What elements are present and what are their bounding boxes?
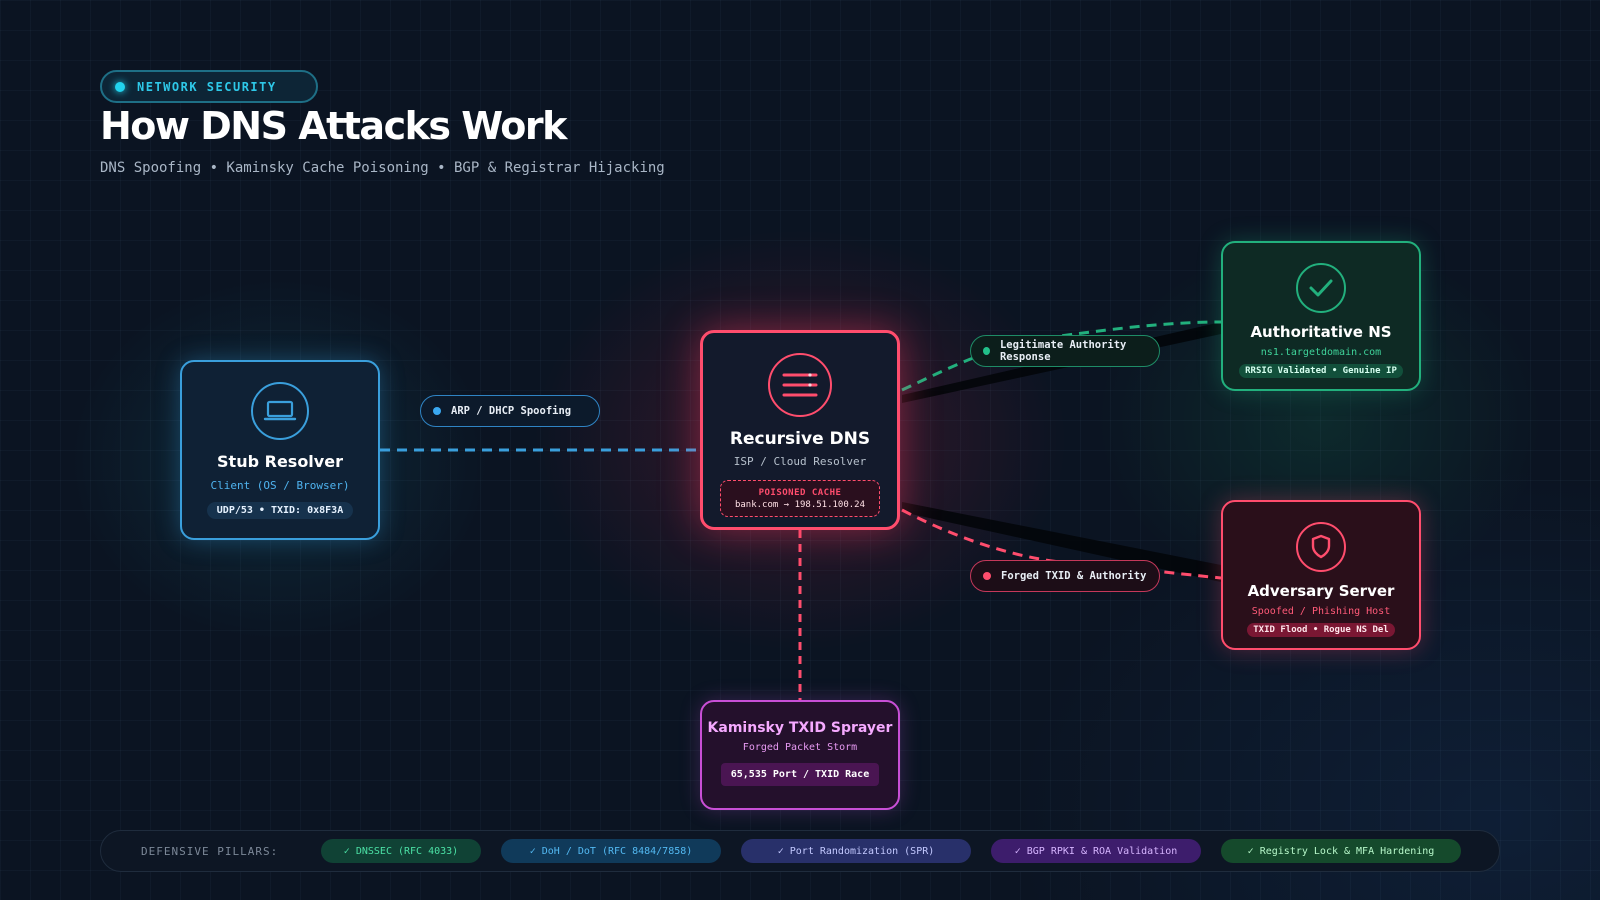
authoritative-subtitle: ns1.targetdomain.com [1260,347,1382,358]
forged-edge-text: Forged TXID & Authority [1001,570,1147,582]
arp-dot-icon [433,407,441,415]
forged-edge-label: Forged TXID & Authority [970,560,1160,592]
adversary-subtitle: Spoofed / Phishing Host [1251,606,1391,617]
badge-label: NETWORK SECURITY [137,79,277,94]
category-badge: NETWORK SECURITY [100,70,318,103]
authoritative-ns-node[interactable]: Authoritative NS ns1.targetdomain.com RR… [1221,241,1421,391]
pillar-registry-lock: ✓ Registry Lock & MFA Hardening [1221,839,1461,863]
kaminsky-sprayer-node[interactable]: Kaminsky TXID Sprayer Forged Packet Stor… [700,700,900,810]
recursive-subtitle: ISP / Cloud Resolver [733,455,867,468]
check-icon [1296,263,1346,313]
pillar-bgp-rpki: ✓ BGP RPKI & ROA Validation [991,839,1201,863]
authoritative-chip: RRSIG Validated • Genuine IP [1239,364,1403,378]
kaminsky-subtitle: Forged Packet Storm [742,742,858,753]
defensive-pillars-label: DEFENSIVE PILLARS: [141,844,279,858]
arp-edge-text: ARP / DHCP Spoofing [451,405,572,417]
stub-resolver-node[interactable]: Stub Resolver Client (OS / Browser) UDP/… [180,360,380,540]
pillar-doh-dot: ✓ DoH / DoT (RFC 8484/7858) [501,839,721,863]
recursive-dns-node[interactable]: Recursive DNS ISP / Cloud Resolver POISO… [700,330,900,530]
poisoned-cache-value: bank.com → 198.51.100.24 [734,499,866,510]
legit-edge-text: Legitimate Authority Response [999,339,1127,363]
page-title: How DNS Attacks Work [100,104,567,148]
kaminsky-chip: 65,535 Port / TXID Race [720,763,880,786]
forged-dot-icon [983,572,991,580]
server-stack-icon [768,353,832,417]
adversary-server-node[interactable]: Adversary Server Spoofed / Phishing Host… [1221,500,1421,650]
poisoned-cache-box: POISONED CACHE bank.com → 198.51.100.24 [720,480,880,517]
stub-title: Stub Resolver [217,452,343,471]
kaminsky-title: Kaminsky TXID Sprayer [707,720,893,736]
recursive-title: Recursive DNS [729,429,871,449]
page-subtitle: DNS Spoofing • Kaminsky Cache Poisoning … [100,160,665,176]
authoritative-title: Authoritative NS [1250,323,1392,341]
legit-dot-icon [983,347,990,355]
arp-edge-label: ARP / DHCP Spoofing [420,395,600,427]
laptop-icon [251,382,309,440]
legit-edge-line [901,320,1222,392]
adversary-title: Adversary Server [1247,582,1395,600]
poisoned-cache-label: POISONED CACHE [758,487,842,498]
shield-icon [1296,522,1346,572]
stub-chip: UDP/53 • TXID: 0x8F3A [206,502,354,519]
defensive-pillars-bar: DEFENSIVE PILLARS: ✓ DNSSEC (RFC 4033) ✓… [100,830,1500,872]
legit-edge-label: Legitimate Authority Response [970,335,1160,367]
stub-subtitle: Client (OS / Browser) [210,479,350,492]
pillar-port-randomization: ✓ Port Randomization (SPR) [741,839,971,863]
status-dot-icon [115,81,125,92]
adversary-chip: TXID Flood • Rogue NS Del [1247,623,1395,637]
pillar-dnssec: ✓ DNSSEC (RFC 4033) [321,839,481,863]
